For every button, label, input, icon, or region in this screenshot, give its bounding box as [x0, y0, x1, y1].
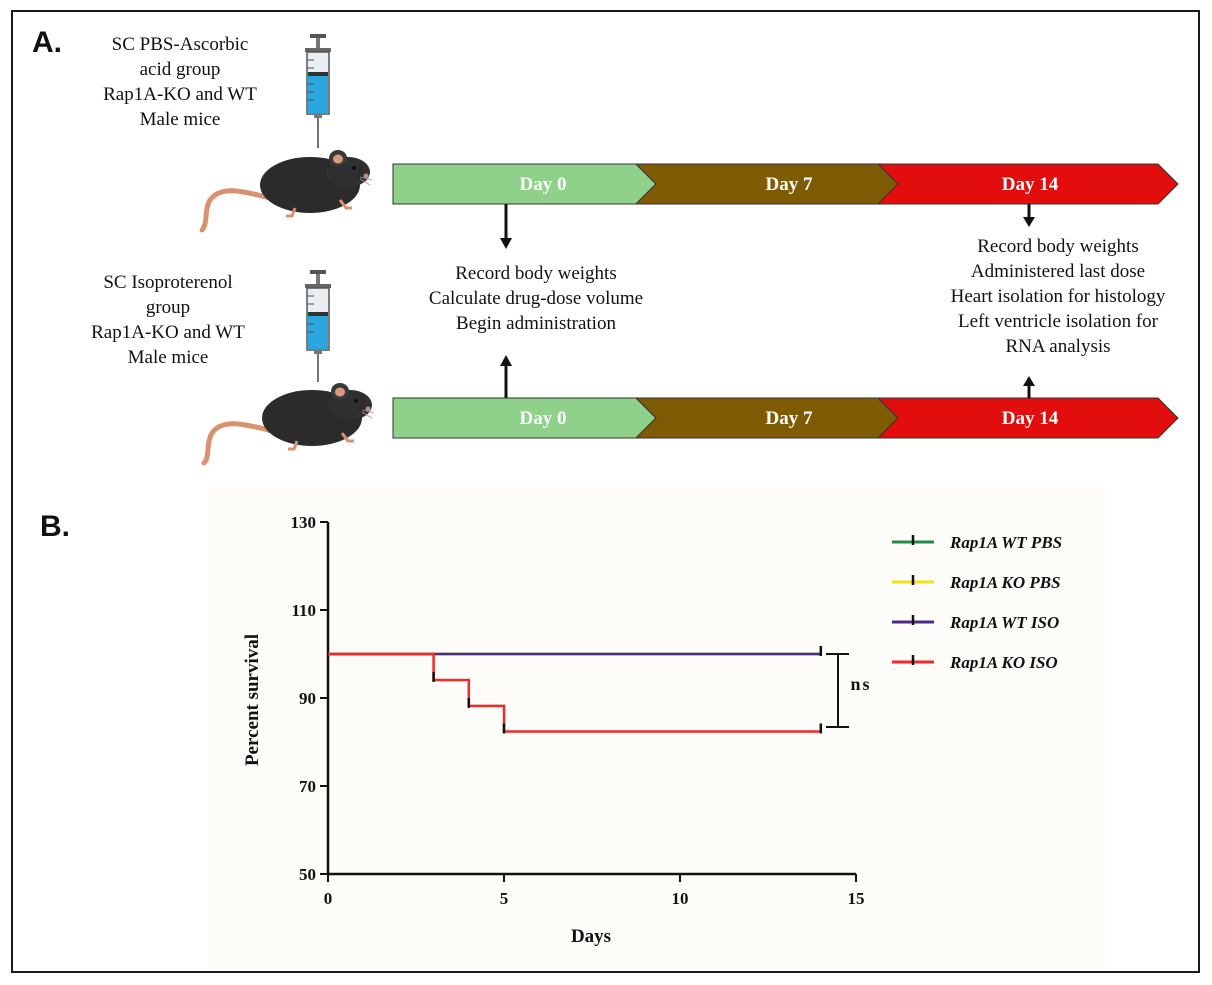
arrow-down-icon	[1023, 204, 1035, 227]
group2-line: Male mice	[127, 347, 209, 368]
legend-label: Rap1A KO PBS	[949, 573, 1061, 592]
group2-line: SC Isoproterenol	[103, 272, 233, 293]
y-tick-label: 130	[291, 513, 317, 532]
panel-a-label: A.	[32, 26, 62, 59]
timeline-label: Day 0	[520, 408, 567, 429]
group2-line: Rap1A-KO and WT	[91, 322, 245, 343]
figure-frame	[11, 10, 1200, 973]
timeline-label: Day 0	[520, 174, 567, 195]
group2-description: SC Isoproterenol group Rap1A-KO and WT M…	[48, 270, 288, 370]
day14-note-line: Administered last dose	[970, 261, 1146, 282]
day14-note-line: Left ventricle isolation for	[958, 311, 1158, 332]
group1-line: Rap1A-KO and WT	[103, 84, 257, 105]
x-tick-label: 15	[848, 889, 865, 908]
mouse-icon	[199, 150, 373, 233]
panel-a-graphics: Day 0 Day 7 Day 14 Day 0 Day 7 Day 14	[199, 34, 1179, 466]
y-axis-label: Percent survival	[242, 634, 263, 766]
group1-description: SC PBS-Ascorbic acid group Rap1A-KO and …	[60, 32, 300, 132]
arrow-up-icon	[1023, 376, 1035, 398]
y-tick-label: 90	[299, 689, 316, 708]
day0-note-line: Begin administration	[456, 313, 616, 334]
group2-line: group	[145, 297, 191, 318]
timeline-label: Day 14	[1002, 408, 1059, 429]
arrow-up-icon	[500, 355, 512, 398]
x-tick-label: 5	[500, 889, 509, 908]
day14-note-line: Record body weights	[977, 236, 1139, 257]
chart-background	[208, 487, 1105, 970]
x-tick-label: 0	[324, 889, 333, 908]
y-tick-label: 110	[291, 601, 316, 620]
day0-note-line: Calculate drug-dose volume	[428, 288, 644, 309]
significance-label: ns	[850, 674, 871, 694]
x-tick-label: 10	[672, 889, 689, 908]
timeline-label: Day 7	[766, 408, 813, 429]
day0-note-line: Record body weights	[455, 263, 617, 284]
day14-note-line: RNA analysis	[1005, 336, 1111, 357]
legend-label: Rap1A WT ISO	[949, 613, 1059, 632]
legend-label: Rap1A KO ISO	[949, 653, 1058, 672]
syringe-icon	[305, 34, 331, 148]
day14-notes: Record body weights Administered last do…	[908, 234, 1208, 359]
legend-label: Rap1A WT PBS	[949, 533, 1062, 552]
survival-line	[328, 652, 821, 733]
timeline-segment-day14	[876, 163, 1179, 205]
timeline-bottom: Day 0 Day 7 Day 14	[392, 397, 1179, 439]
timeline-top: Day 0 Day 7 Day 14	[392, 163, 1179, 205]
group1-line: acid group	[139, 59, 221, 80]
significance-bracket	[826, 653, 849, 728]
group1-line: SC PBS-Ascorbic	[111, 34, 249, 55]
timeline-label: Day 7	[766, 174, 813, 195]
timeline-segment-day14	[876, 397, 1179, 439]
mouse-icon	[201, 383, 375, 466]
day0-notes: Record body weights Calculate drug-dose …	[386, 261, 686, 336]
y-tick-label: 50	[299, 865, 316, 884]
group1-line: Male mice	[139, 109, 221, 130]
panel-b-label: B.	[40, 510, 70, 543]
day14-note-line: Heart isolation for histology	[950, 286, 1166, 307]
syringe-icon	[305, 270, 331, 382]
x-axis-label: Days	[571, 926, 611, 947]
timeline-label: Day 14	[1002, 174, 1059, 195]
y-tick-label: 70	[299, 777, 316, 796]
arrow-down-icon	[500, 204, 512, 249]
